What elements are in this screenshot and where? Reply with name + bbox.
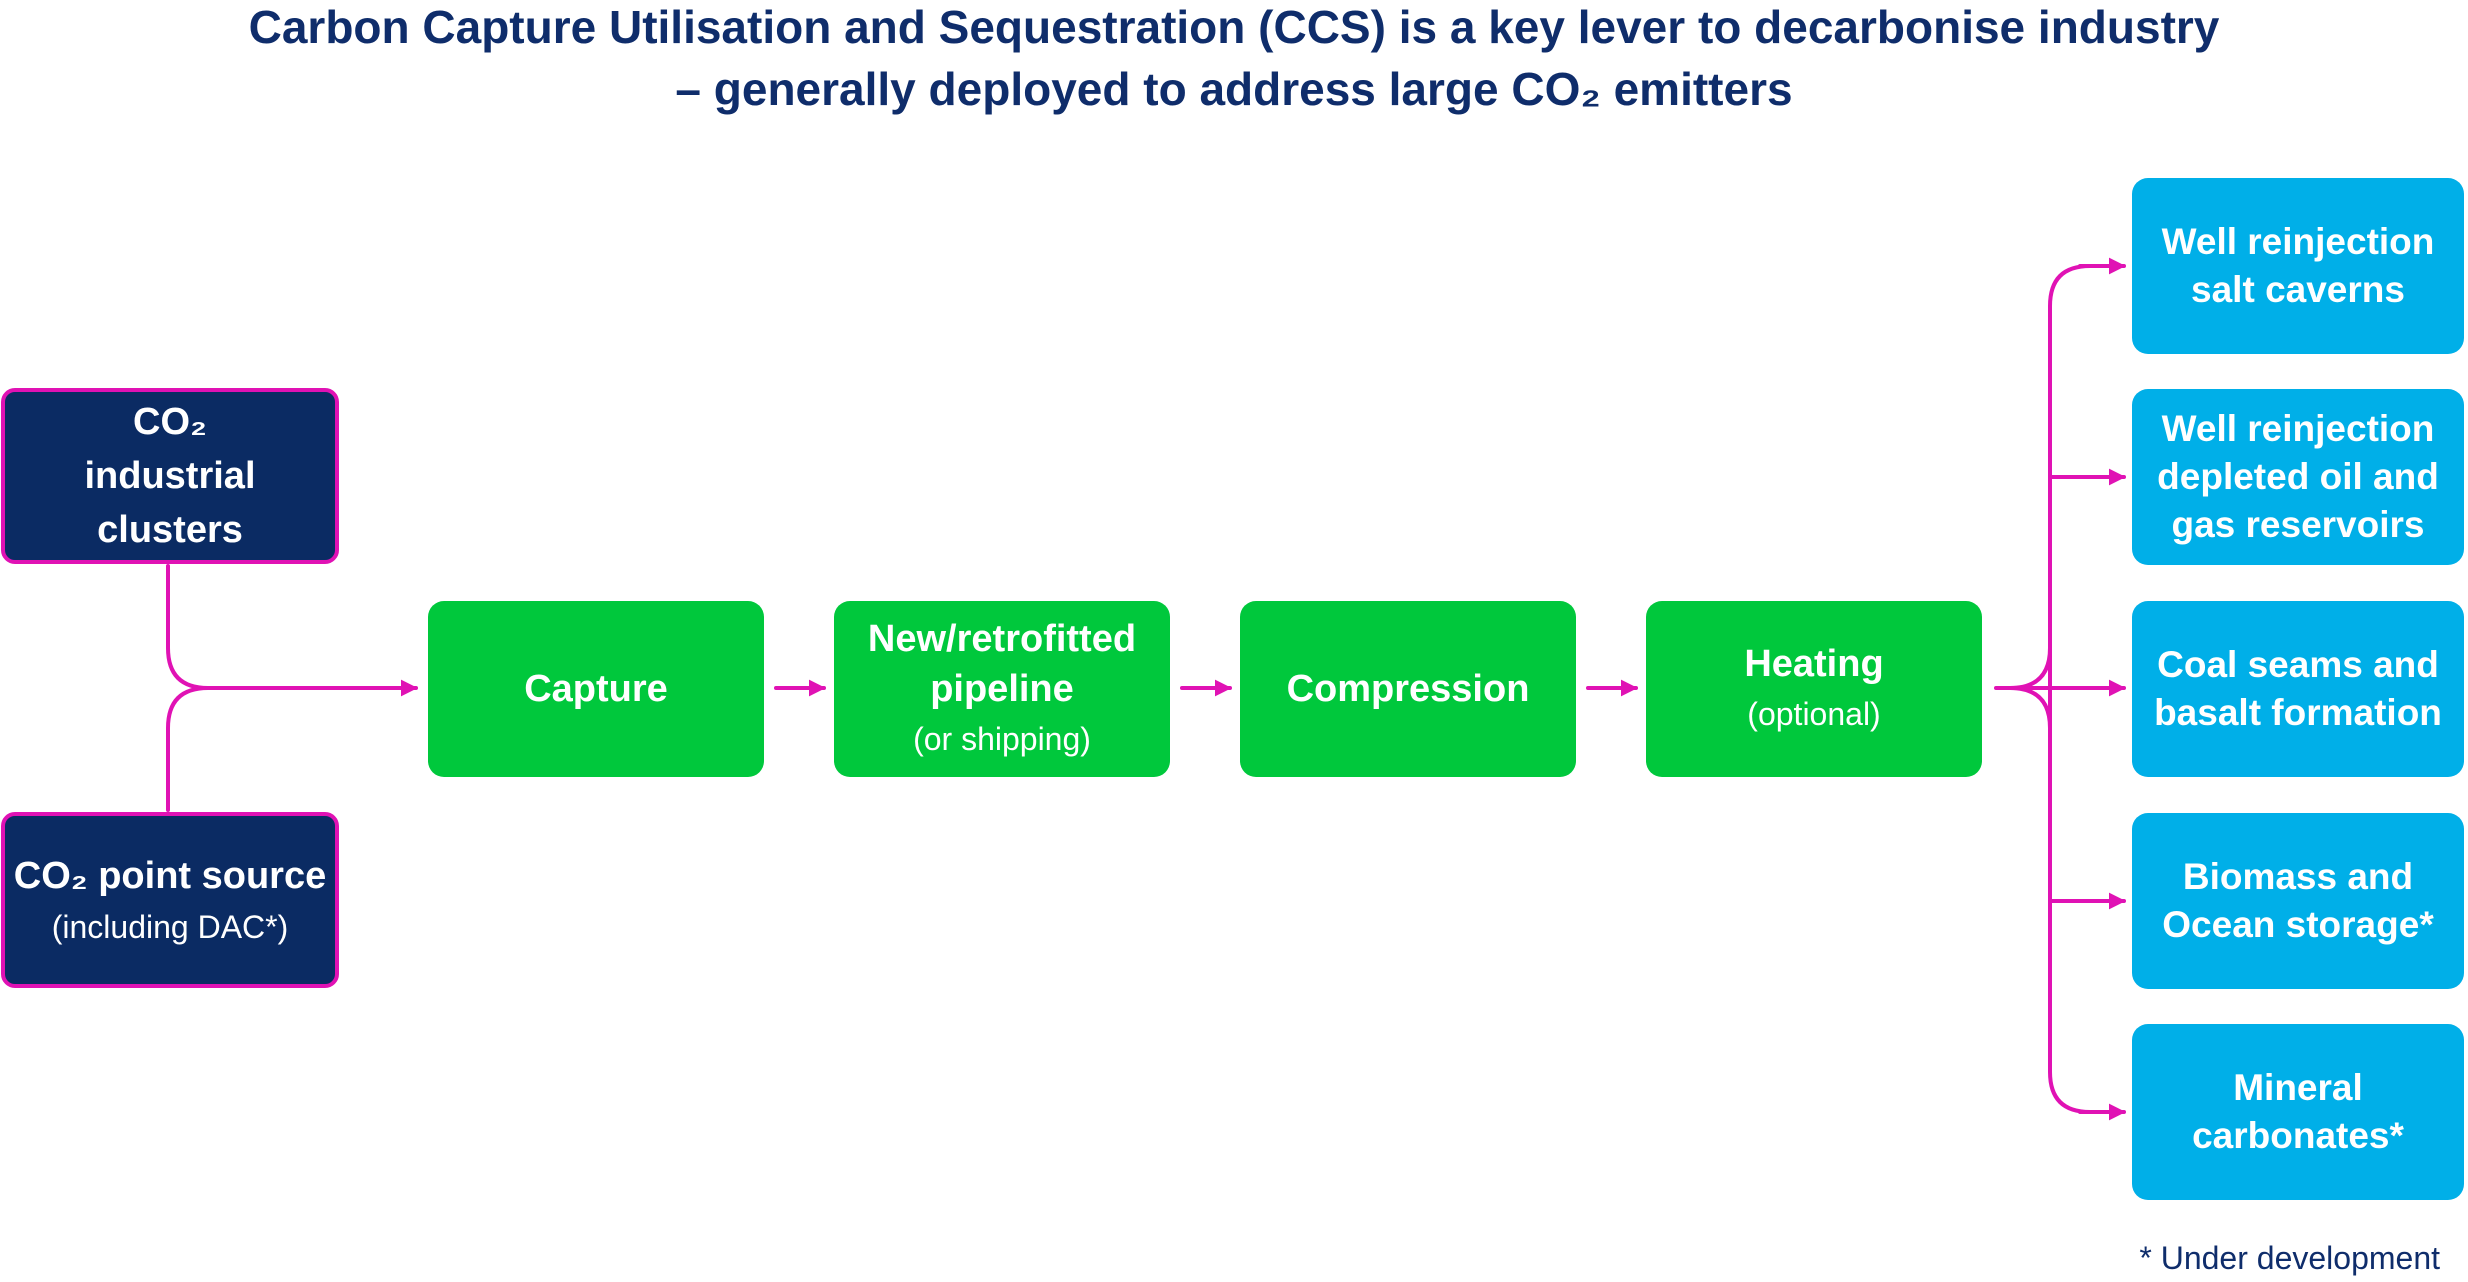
step-sublabel: (or shipping) — [913, 721, 1091, 757]
destination-salt-caverns: Well reinjection salt caverns — [2132, 178, 2464, 354]
destination-label: Well reinjection salt caverns — [2161, 221, 2435, 310]
connector-point-source — [166, 686, 210, 812]
step-compression: Compression — [1240, 601, 1576, 777]
source-industrial-clusters: CO₂ industrial clusters — [1, 388, 339, 564]
diagram-title-line-2: – generally deployed to address large CO… — [675, 63, 1793, 115]
step-label: Heating — [1744, 643, 1884, 685]
source-sublabel: (including DAC*) — [51, 909, 289, 945]
destination-label: Mineral carbonates* — [2192, 1067, 2404, 1156]
step-label: Capture — [524, 668, 668, 710]
step-capture: Capture — [428, 601, 764, 777]
step-label: New/retrofitted pipeline — [867, 618, 1137, 710]
connector-fan-upper — [2008, 646, 2052, 690]
destination-label: Coal seams and basalt formation — [2154, 644, 2442, 733]
step-label: Compression — [1286, 668, 1530, 710]
connector-industrial-clusters — [166, 564, 210, 690]
destination-biomass-ocean: Biomass and Ocean storage* — [2132, 813, 2464, 989]
step-heating: Heating (optional) — [1646, 601, 1982, 777]
source-point-source: CO₂ point source (including DAC*) — [1, 812, 339, 988]
destination-depleted-reservoirs: Well reinjection depleted oil and gas re… — [2132, 389, 2464, 565]
destination-mineral-carbonates: Mineral carbonates* — [2132, 1024, 2464, 1200]
destination-label: Well reinjection depleted oil and gas re… — [2157, 408, 2439, 545]
step-pipeline: New/retrofitted pipeline (or shipping) — [834, 601, 1170, 777]
source-label: CO₂ industrial clusters — [84, 401, 256, 551]
source-label: CO₂ point source — [13, 855, 327, 897]
destination-label: Biomass and Ocean storage* — [2162, 856, 2434, 945]
diagram-title-line-1: Carbon Capture Utilisation and Sequestra… — [248, 1, 2220, 53]
step-sublabel: (optional) — [1747, 696, 1881, 732]
connector-fan-lower — [2008, 686, 2052, 730]
destination-coal-seams: Coal seams and basalt formation — [2132, 601, 2464, 777]
footnote: * Under development — [2139, 1240, 2440, 1276]
